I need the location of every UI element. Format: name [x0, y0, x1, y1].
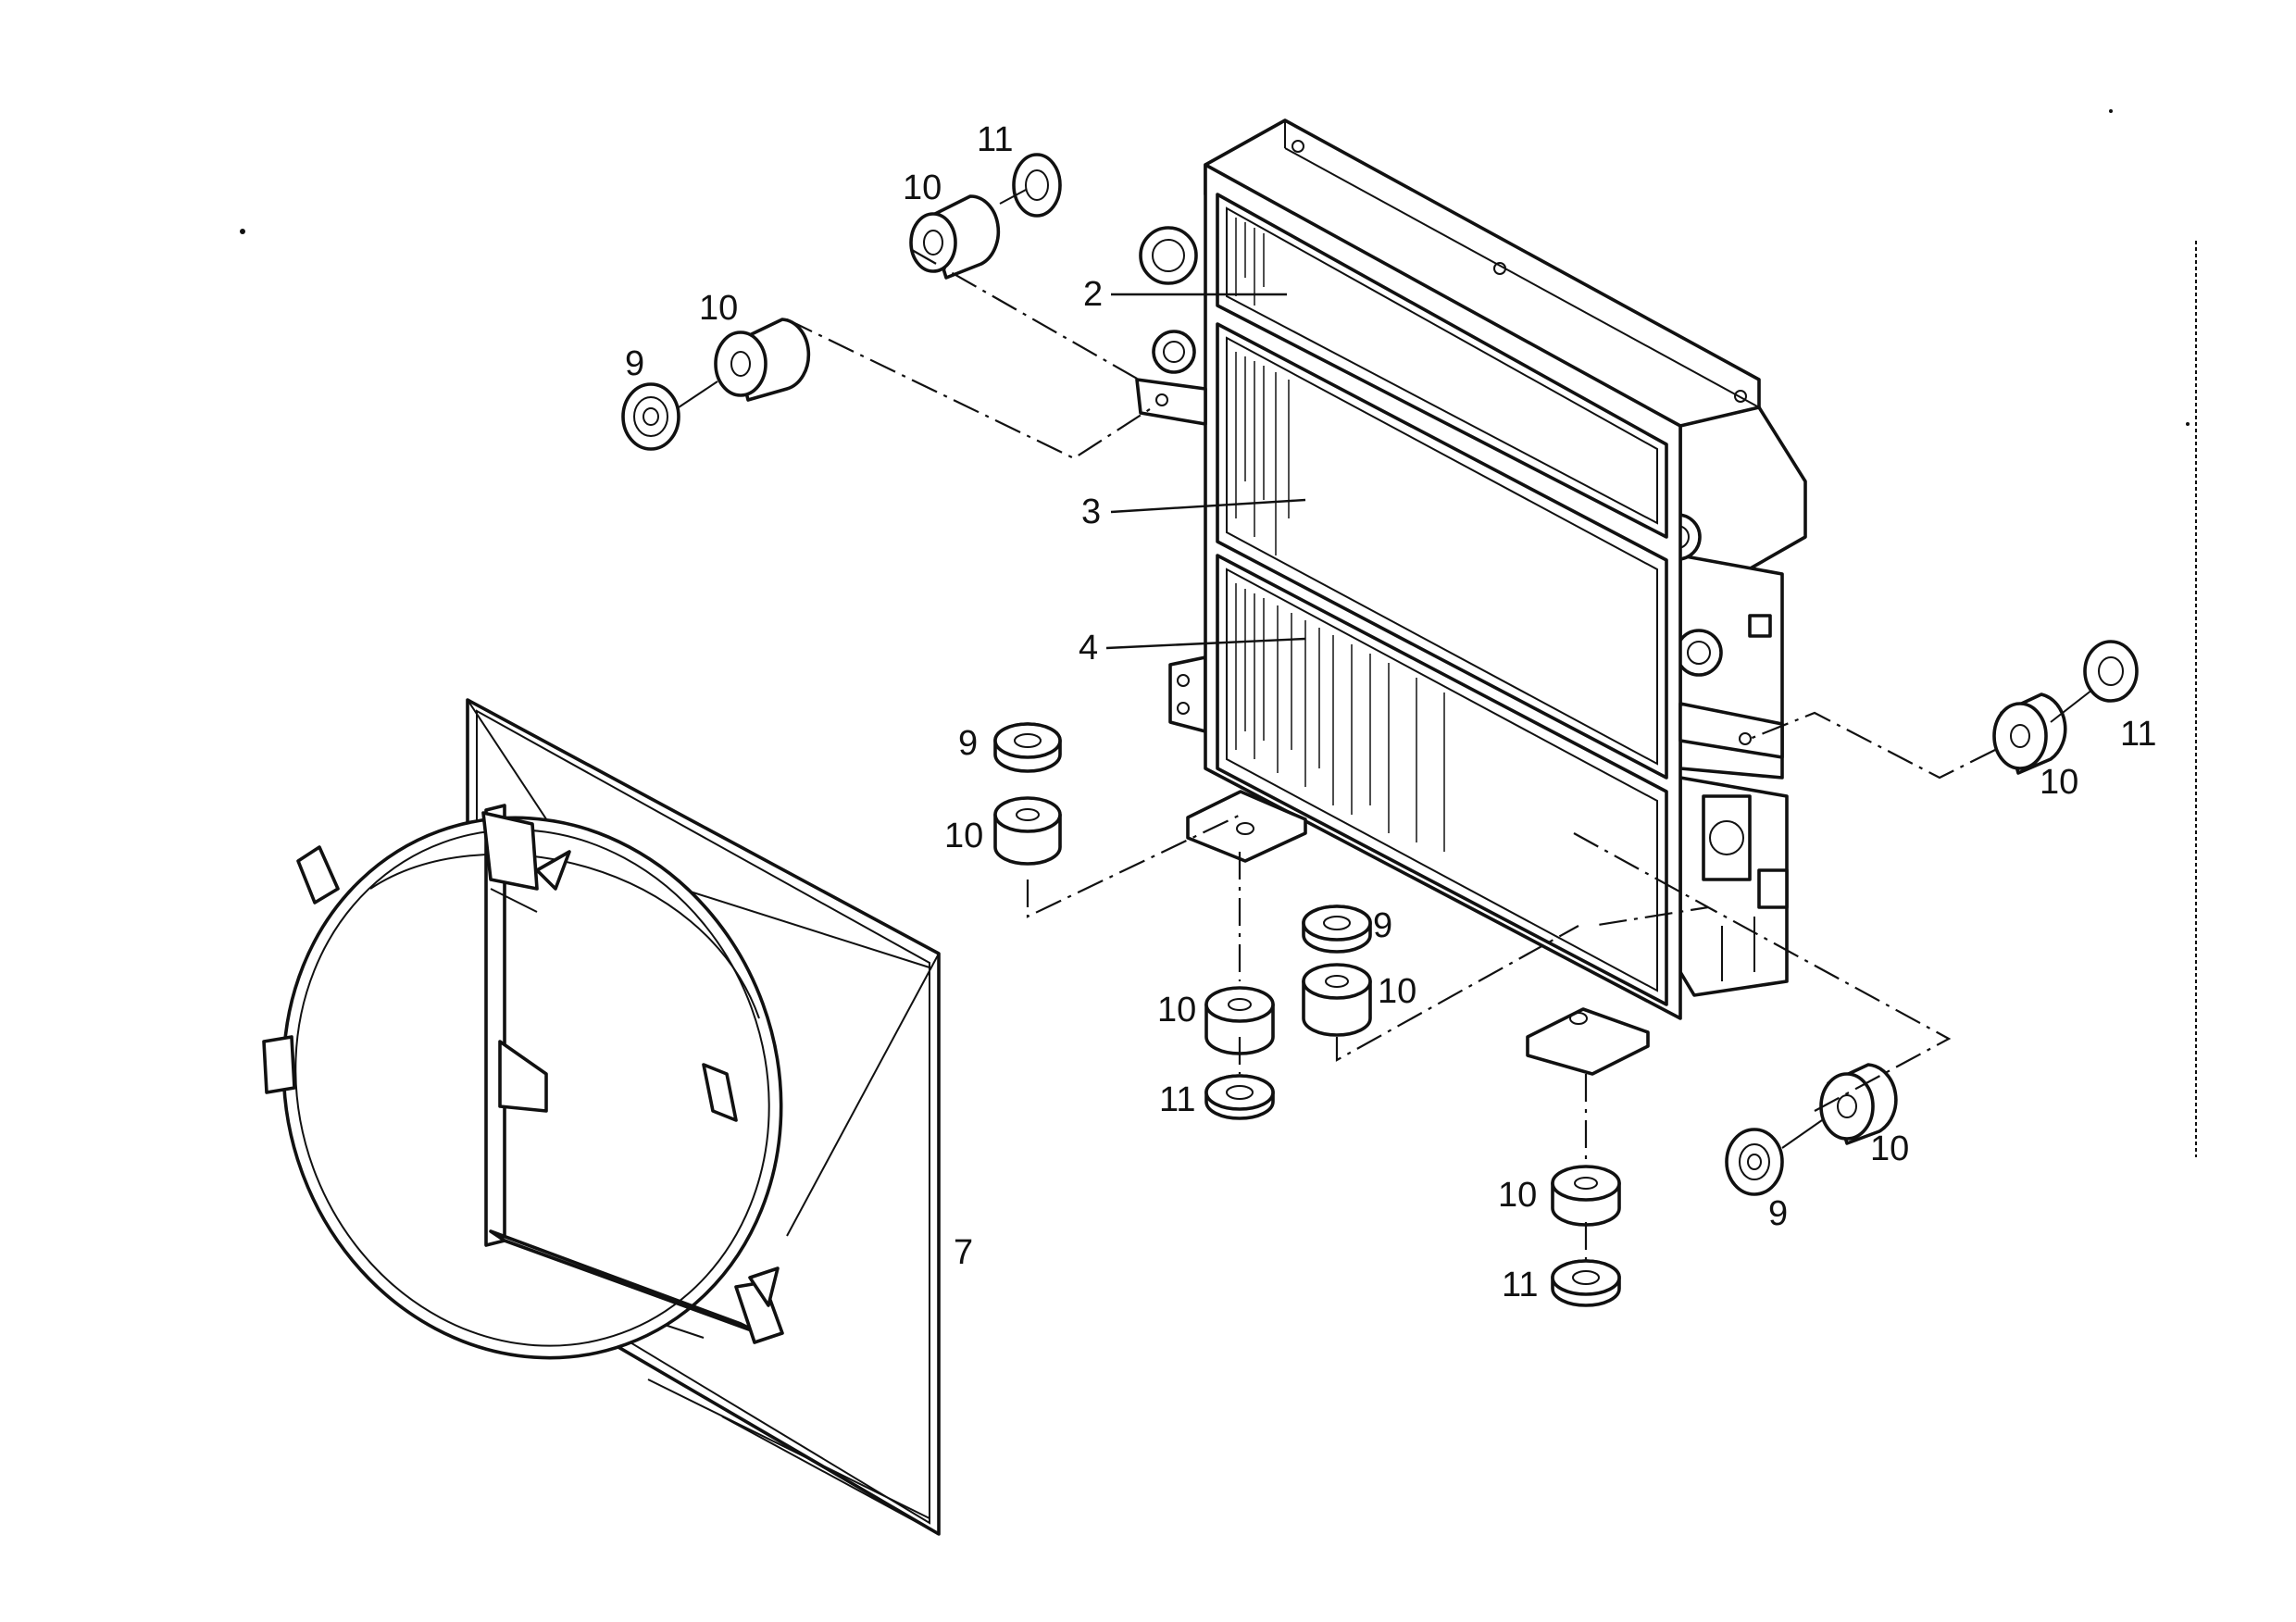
label-10-lower-b: 10 — [1157, 991, 1196, 1029]
leader-lines — [1105, 293, 1306, 650]
bushing-10-lower-b — [1204, 986, 1275, 1055]
label-9-left: 9 — [625, 344, 644, 383]
label-11-top: 11 — [977, 120, 1013, 159]
label-10-right: 10 — [2040, 763, 2078, 802]
washer-9-left — [621, 381, 718, 451]
label-9-lower: 9 — [1373, 906, 1392, 945]
label-3: 3 — [1081, 493, 1101, 531]
bushing-10-bottom — [1551, 1165, 1621, 1227]
label-11-bottom: 11 — [1502, 1266, 1538, 1304]
nut-11-bottom — [1551, 1259, 1621, 1307]
part-labels: 2 3 4 7 11 10 10 9 9 10 9 10 10 11 10 11… — [625, 120, 2156, 1304]
label-10-top: 10 — [903, 168, 942, 207]
bushing-10-lower-right — [1819, 1063, 1898, 1145]
label-11-lower: 11 — [1159, 1080, 1195, 1119]
bushing-10-lower-a — [1302, 963, 1372, 1037]
fin-hatching — [1235, 218, 1445, 852]
label-7: 7 — [954, 1233, 973, 1272]
bushing-10-right — [1992, 689, 2093, 775]
label-9-center: 9 — [958, 724, 978, 763]
nut-11-lower — [1204, 1074, 1275, 1120]
bushing-10-center — [993, 796, 1062, 866]
label-10-lower-right: 10 — [1870, 1129, 1909, 1168]
washer-9-lower-right — [1725, 1119, 1823, 1196]
fan-shroud — [262, 698, 941, 1536]
washer-9-center — [993, 722, 1062, 773]
scan-speck — [2186, 422, 2190, 426]
label-11-right: 11 — [2120, 715, 2156, 754]
nut-11-right — [2083, 640, 2139, 703]
assembly-center-lines — [786, 249, 1996, 1261]
bushing-10-left — [714, 318, 811, 402]
scan-speck — [2109, 109, 2113, 113]
nut-11-top — [999, 153, 1062, 218]
label-10-left: 10 — [699, 289, 738, 328]
radiator-assembly — [1135, 119, 1807, 1076]
label-10-center: 10 — [944, 817, 983, 855]
label-10-lower-a: 10 — [1378, 972, 1416, 1011]
label-2: 2 — [1083, 275, 1103, 314]
washer-9-lower — [1302, 905, 1372, 954]
fasteners — [621, 153, 2139, 1307]
bushing-10-top — [909, 194, 1001, 280]
label-9-lower-right: 9 — [1768, 1194, 1788, 1233]
scan-speck — [240, 229, 245, 234]
label-4: 4 — [1079, 629, 1098, 668]
label-10-bottom: 10 — [1498, 1176, 1537, 1215]
